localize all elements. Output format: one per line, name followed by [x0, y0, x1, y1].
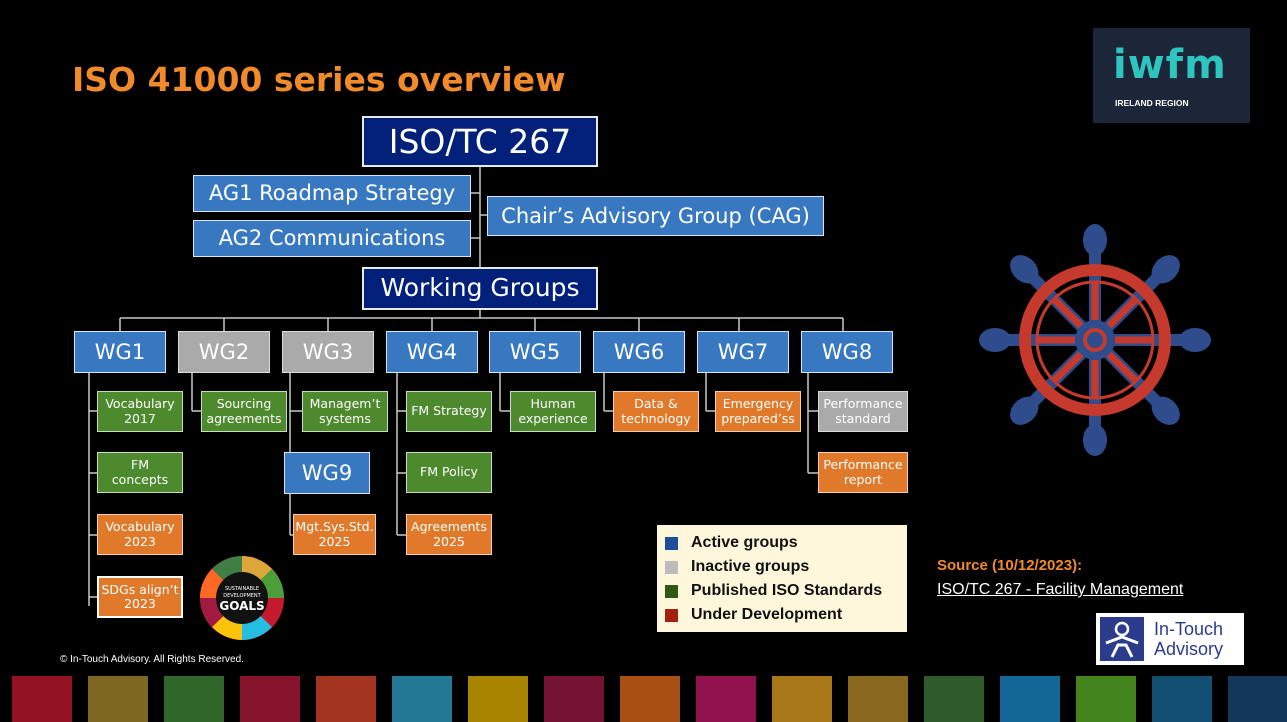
standard-mgt-sys-std-2025: Mgt.Sys.Std.2025 [293, 514, 376, 555]
sdg-strip-tile [772, 676, 832, 722]
legend-item-active: Active groups [665, 531, 899, 555]
standard-data-technology: Data &technology [613, 391, 699, 432]
sdg-strip-tile [620, 676, 680, 722]
slide-title: ISO 41000 series overview [72, 60, 566, 99]
standard-fm-strategy: FM Strategy [406, 391, 492, 432]
svg-text:SUSTAINABLE: SUSTAINABLE [225, 586, 259, 592]
copyright-text: © In-Touch Advisory. All Rights Reserved… [60, 654, 244, 665]
legend-swatch [665, 560, 678, 574]
legend-item-under-development: Under Development [665, 603, 899, 627]
legend-swatch [665, 608, 678, 622]
ag1-box: AG1 Roadmap Strategy [193, 175, 471, 212]
sdg-goals-logo: SUSTAINABLE DEVELOPMENT GOALS [200, 556, 284, 640]
sdg-strip-tile [316, 676, 376, 722]
sdg-strip-tile [1228, 676, 1287, 722]
sdg-strip-tile [240, 676, 300, 722]
source-link[interactable]: ISO/TC 267 - Facility Management [937, 581, 1184, 598]
sdg-strip-tile [12, 676, 72, 722]
svg-text:DEVELOPMENT: DEVELOPMENT [223, 593, 261, 599]
wg8-box: WG8 [801, 331, 893, 373]
cag-box: Chair’s Advisory Group (CAG) [487, 196, 824, 236]
wg3-box: WG3 [282, 331, 374, 373]
sdg-strip-tile [848, 676, 908, 722]
wg4-box: WG4 [386, 331, 478, 373]
sdg-strip-tile [924, 676, 984, 722]
wg1-box: WG1 [74, 331, 166, 373]
legend-item-published: Published ISO Standards [665, 579, 899, 603]
svg-text:GOALS: GOALS [219, 599, 264, 613]
sdg-strip-tile [1076, 676, 1136, 722]
intouch-advisory-logo: In-Touch Advisory [1096, 613, 1244, 665]
wg6-box: WG6 [593, 331, 685, 373]
wg5-box: WG5 [489, 331, 581, 373]
sdg-strip-tile [544, 676, 604, 722]
wg7-box: WG7 [697, 331, 789, 373]
sdg-strip-tile [1152, 676, 1212, 722]
intouch-person-icon [1100, 617, 1144, 661]
source-label: Source (10/12/2023): [937, 557, 1083, 574]
ag2-box: AG2 Communications [193, 220, 471, 257]
ship-wheel-icon [979, 224, 1211, 456]
sdg-strip-tile [1000, 676, 1060, 722]
legend-item-inactive: Inactive groups [665, 555, 899, 579]
standard-fm-policy: FM Policy [406, 452, 492, 493]
legend-swatch [665, 584, 678, 598]
sdg-strip-tile [468, 676, 528, 722]
legend: Active groups Inactive groups Published … [657, 525, 907, 632]
sdg-strip-tile [696, 676, 756, 722]
legend-swatch [665, 536, 678, 550]
wg2-box: WG2 [178, 331, 270, 373]
sdg-color-strip [0, 676, 1287, 722]
sdg-strip-tile [88, 676, 148, 722]
working-groups-box: Working Groups [362, 267, 598, 310]
iwfm-logo: iwfm IRELAND REGION [1093, 28, 1250, 123]
sdg-strip-tile [164, 676, 224, 722]
sdg-strip-tile [392, 676, 452, 722]
wg9-box: WG9 [284, 452, 370, 494]
committee-box: ISO/TC 267 [362, 116, 598, 167]
